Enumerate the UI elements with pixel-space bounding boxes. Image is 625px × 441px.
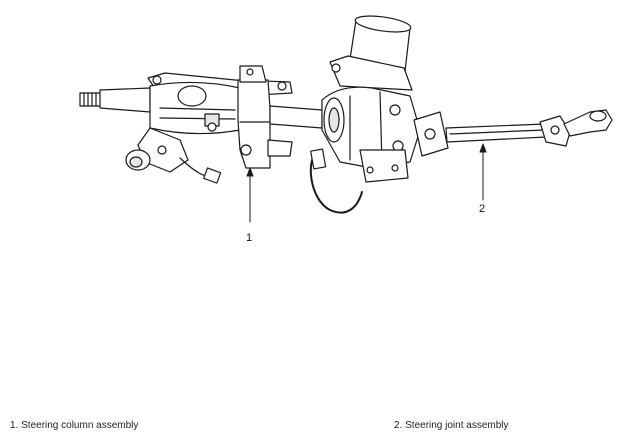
sensor-harness bbox=[309, 149, 363, 214]
leader-arrow-2 bbox=[479, 143, 487, 153]
tilt-clamp bbox=[237, 79, 271, 169]
steering-joint-drawing bbox=[413, 109, 613, 157]
callout-1: 1 bbox=[246, 232, 253, 244]
connector bbox=[203, 167, 222, 184]
leader-arrow-1 bbox=[246, 167, 254, 177]
eps-motor-drawing bbox=[309, 15, 421, 214]
legend-item-steering-joint: 2. Steering joint assembly bbox=[394, 420, 509, 431]
steering-column-drawing bbox=[79, 65, 323, 184]
callout-2: 2 bbox=[479, 203, 486, 215]
spline-shaft bbox=[79, 92, 103, 107]
column-shaft bbox=[269, 105, 323, 129]
callout-leaders bbox=[246, 143, 487, 223]
legend-item-steering-column: 1. Steering column assembly bbox=[10, 420, 139, 431]
